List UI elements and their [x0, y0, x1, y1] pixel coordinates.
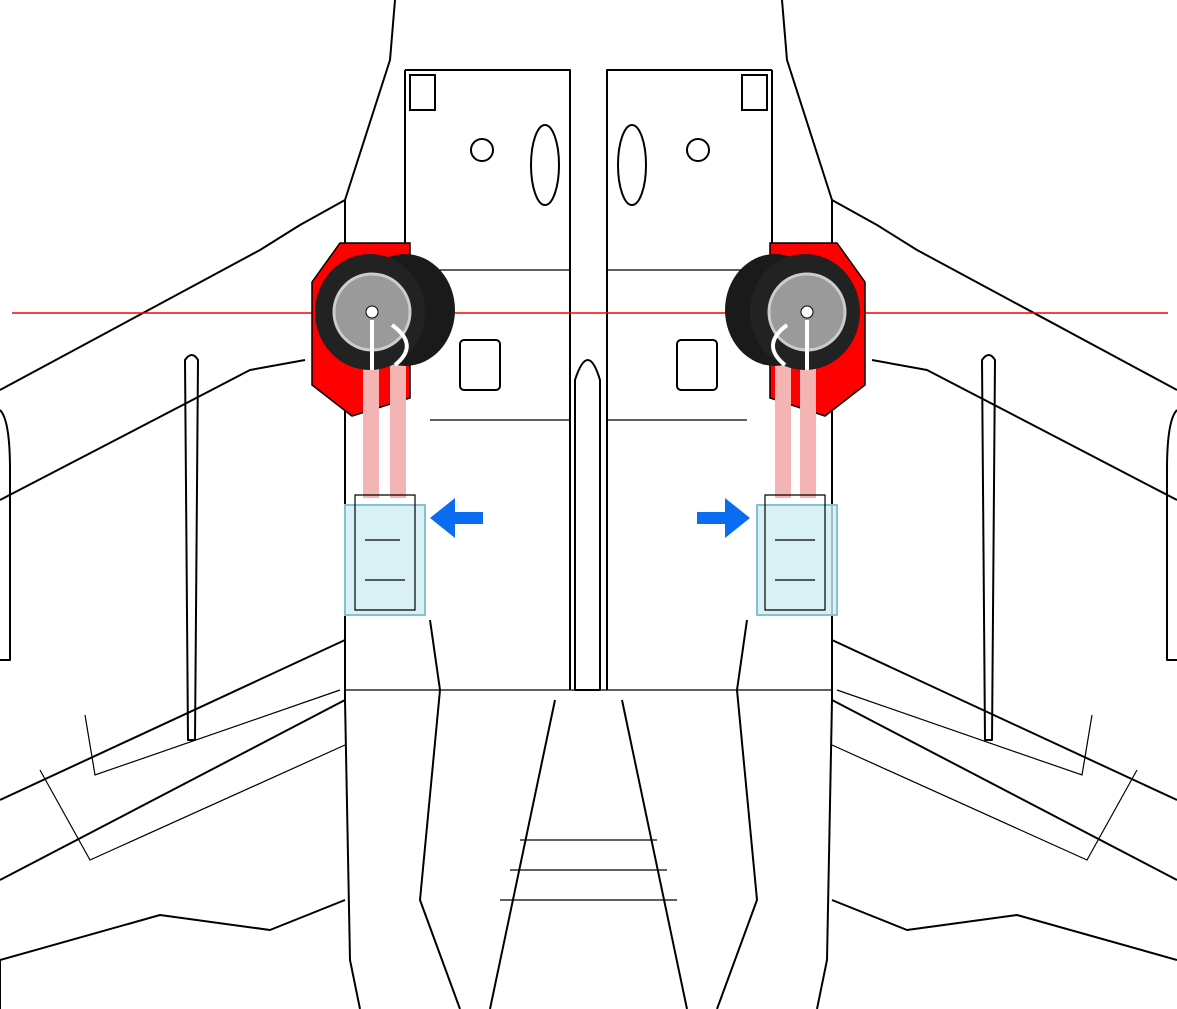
right-main-gear	[725, 254, 860, 616]
left-main-gear	[315, 254, 455, 616]
left-bay-box	[344, 504, 426, 616]
arrow-right-icon	[697, 498, 750, 538]
right-bay-box	[756, 504, 838, 616]
arrow-left-icon	[430, 498, 483, 538]
